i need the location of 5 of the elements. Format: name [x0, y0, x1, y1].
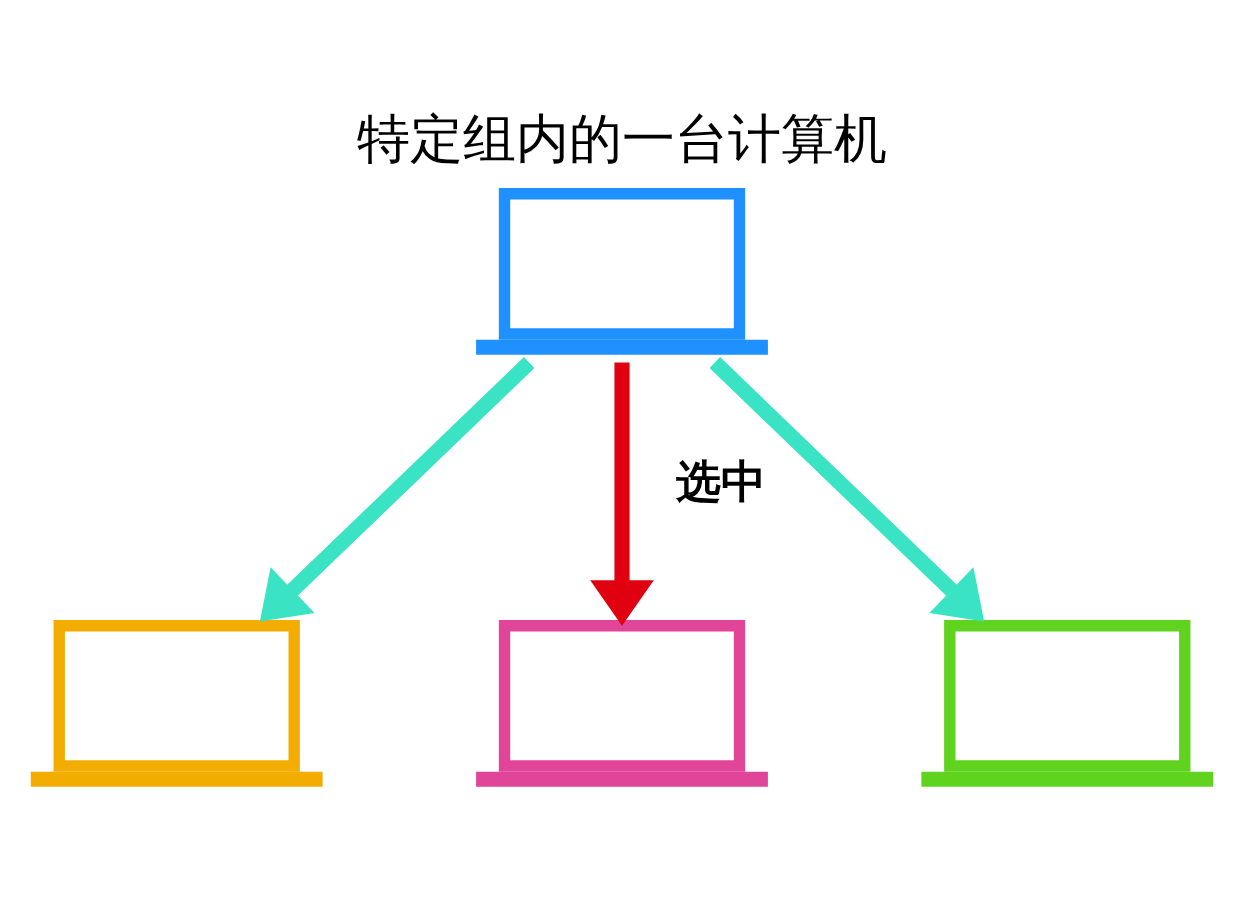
arrow — [259, 356, 535, 622]
edge-label: 选中 — [676, 454, 766, 508]
arrow — [590, 362, 654, 626]
arrow — [709, 356, 985, 622]
diagram-title: 特定组内的一台计算机 — [357, 107, 887, 170]
